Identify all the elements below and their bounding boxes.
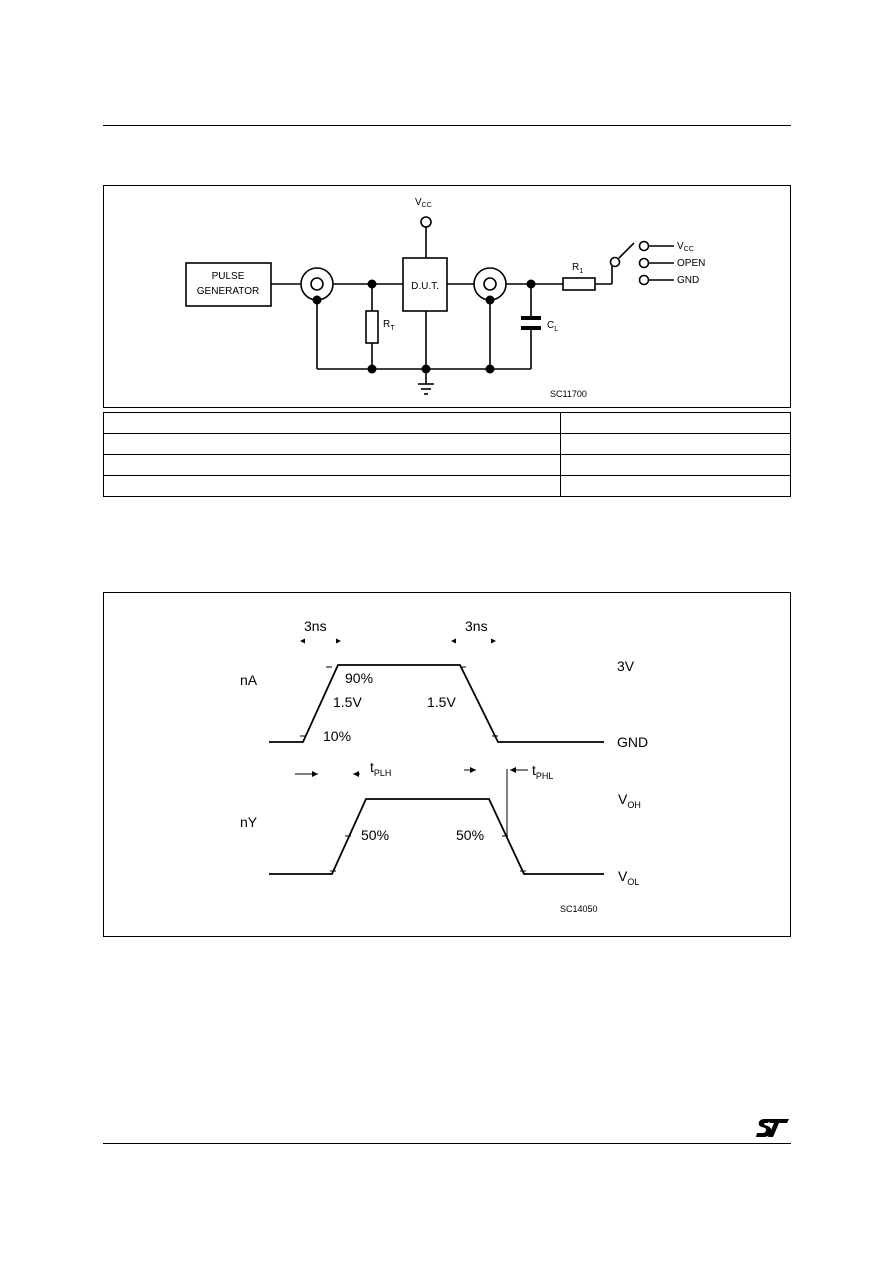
level-90-label: 90%: [345, 670, 373, 686]
circuit-figure-code: SC11700: [550, 389, 587, 399]
resistor-rt: [365, 310, 379, 344]
rise-time-arrow-right: [336, 638, 341, 644]
table-row: [103, 454, 791, 476]
input-coax-connector: [300, 267, 334, 301]
tphl-arrow-right: [510, 767, 516, 773]
resistor-r1: [562, 277, 596, 291]
fall-time-label: 3ns: [465, 618, 488, 634]
switch-vcc-label: VCC: [677, 241, 694, 253]
table-cell: [103, 475, 561, 497]
table-row: [103, 412, 791, 434]
switch-pivot: [609, 256, 621, 268]
waveform-figure-code: SC14050: [560, 904, 598, 914]
pulse-generator-box: [185, 262, 272, 307]
table-cell: [560, 433, 791, 455]
level-15v-left-label: 1.5V: [333, 694, 362, 710]
capacitor-plate: [521, 316, 541, 320]
waveform-figure: 3ns 3ns nA nY 90% 1.5V 1.5V 10% 3V GND t…: [103, 592, 791, 937]
table-cell: [103, 433, 561, 455]
vcc-terminal: [420, 216, 432, 228]
table-cell: [103, 412, 561, 434]
vol-label: VOL: [618, 868, 639, 887]
level-10-label: 10%: [323, 728, 351, 744]
header-rule: [103, 125, 791, 126]
tplh-arrow-right: [353, 771, 359, 777]
switch-blade: [618, 242, 635, 259]
st-logo-icon: [756, 1119, 789, 1137]
level-50-right-label: 50%: [456, 827, 484, 843]
tplh-arrow-left: [312, 771, 318, 777]
test-circuit-diagram: VCC PULSE GENERATOR D.U.T. RT R1 CL VCC …: [185, 197, 705, 399]
switch-gnd-label: GND: [677, 275, 699, 286]
level-15v-right-label: 1.5V: [427, 694, 456, 710]
tphl-arrow-left: [470, 767, 476, 773]
pulse-generator-line1: PULSE: [212, 271, 245, 282]
pulse-generator-line2: GENERATOR: [197, 286, 259, 297]
waveform-diagram: 3ns 3ns nA nY 90% 1.5V 1.5V 10% 3V GND t…: [240, 618, 648, 914]
table-row: [103, 433, 791, 455]
input-signal-label: nA: [240, 672, 258, 688]
tphl-label: tPHL: [532, 762, 553, 781]
switch-open-label: OPEN: [677, 258, 705, 269]
table-cell: [560, 475, 791, 497]
table-cell: [560, 454, 791, 476]
output-signal-label: nY: [240, 814, 258, 830]
rt-label: RT: [383, 319, 395, 332]
output-coax-connector: [473, 267, 507, 301]
r1-label: R1: [572, 262, 583, 275]
table-cell: [560, 412, 791, 434]
fall-time-arrow-right: [491, 638, 496, 644]
level-50-left-label: 50%: [361, 827, 389, 843]
level-3v-label: 3V: [617, 658, 635, 674]
st-logo: [756, 1117, 790, 1139]
vcc-label: VCC: [415, 197, 432, 209]
cl-label: CL: [547, 320, 558, 333]
output-waveform-ny: [269, 798, 604, 875]
table-row: [103, 475, 791, 497]
footer-rule: [103, 1143, 791, 1144]
tplh-label: tPLH: [370, 759, 391, 778]
switch-vcc-terminal: [638, 240, 650, 252]
test-conditions-table: [103, 412, 791, 497]
rise-time-label: 3ns: [304, 618, 327, 634]
table-cell: [103, 454, 561, 476]
input-waveform-na: [269, 664, 604, 743]
switch-open-terminal: [638, 257, 650, 269]
fall-time-arrow-left: [451, 638, 456, 644]
dut-label: D.U.T.: [411, 281, 439, 292]
test-circuit-figure: VCC PULSE GENERATOR D.U.T. RT R1 CL VCC …: [103, 185, 791, 408]
voh-label: VOH: [618, 791, 641, 810]
level-gnd-label: GND: [617, 734, 648, 750]
switch-gnd-terminal: [638, 274, 650, 286]
rise-time-arrow-left: [300, 638, 305, 644]
